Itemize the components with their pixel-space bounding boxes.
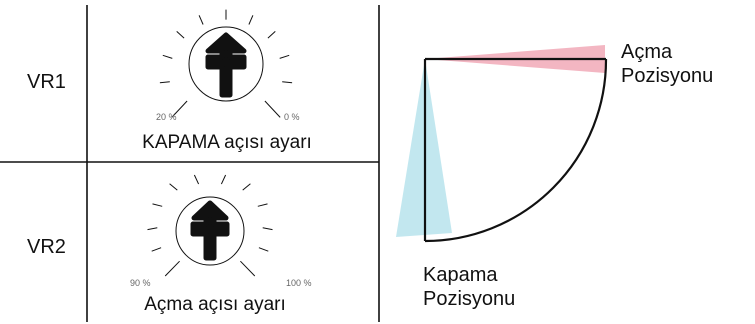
row-label-vr2: VR2 (27, 236, 66, 258)
vr2-min-label: 90 % (130, 278, 151, 288)
close-position-line1: Kapama (423, 264, 498, 286)
open-position-line2: Pozisyonu (621, 65, 714, 87)
vr1-caption: KAPAMA açısı ayarı (142, 132, 312, 153)
door-swing-diagram (396, 45, 608, 243)
vr1-max-label: 0 % (284, 112, 300, 122)
vr2-cross-arrow-icon (190, 200, 230, 261)
vr2-dial-ticks (147, 174, 273, 277)
open-position-label: Açma Pozisyonu (621, 40, 713, 88)
close-position-line2: Pozisyonu (423, 288, 516, 310)
vr2-caption: Açma açısı ayarı (144, 294, 286, 315)
vr2-knob[interactable] (147, 174, 273, 277)
vr1-cross-arrow-icon (205, 32, 247, 98)
close-position-label: Kapama Pozisyonu (423, 263, 515, 311)
vr1-min-label: 20 % (156, 112, 177, 122)
open-position-line1: Açma (621, 41, 673, 63)
vr1-dial-ticks (159, 9, 293, 118)
vr2-max-label: 100 % (286, 278, 312, 288)
row-label-vr1: VR1 (27, 71, 66, 93)
door-swing-arc (424, 58, 608, 243)
vr1-knob[interactable] (159, 9, 293, 118)
